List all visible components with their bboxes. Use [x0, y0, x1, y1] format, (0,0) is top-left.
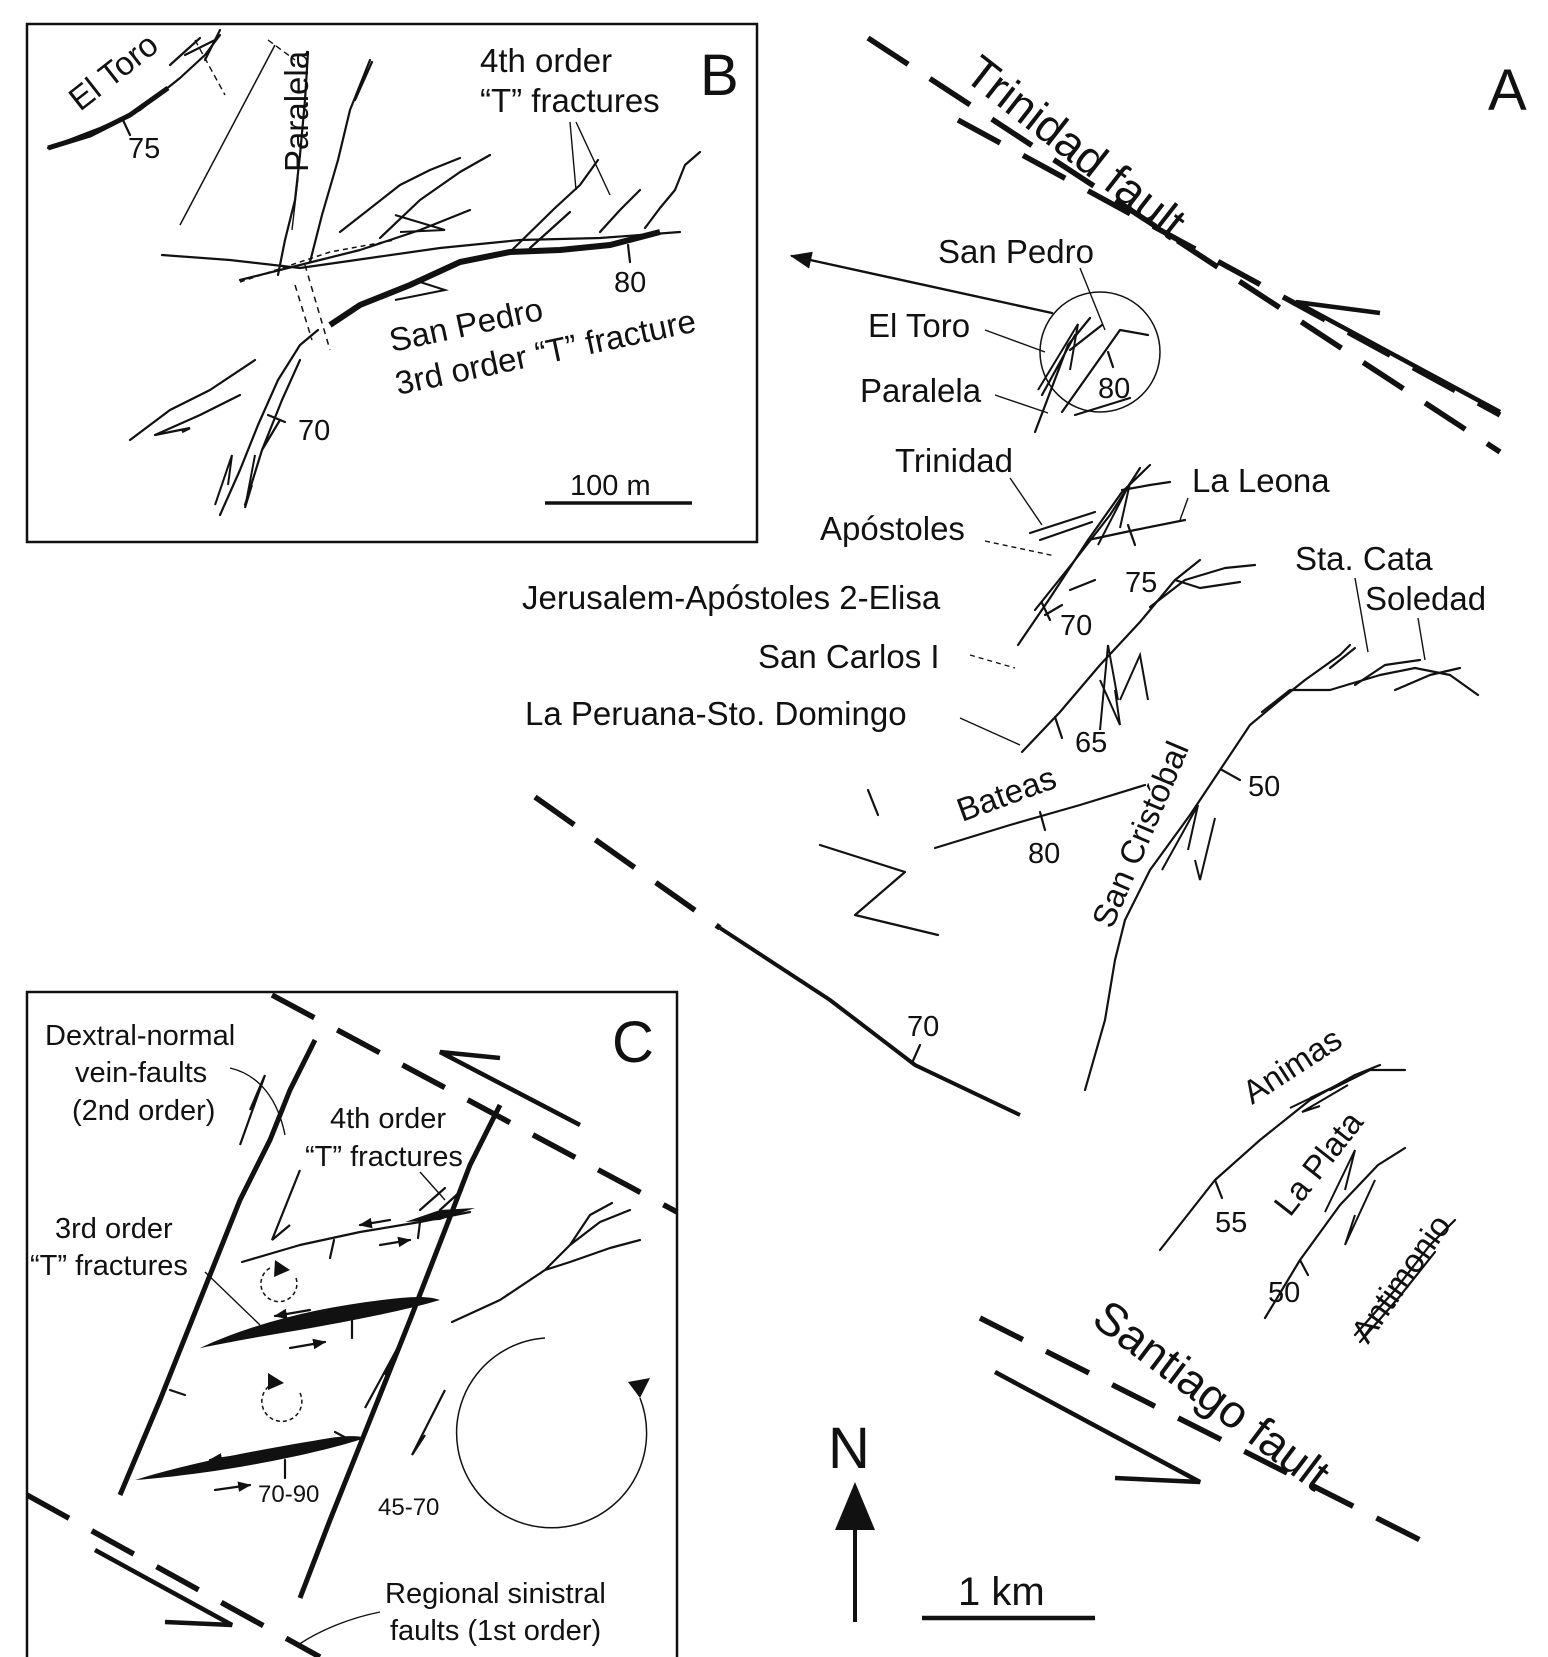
la-leona-vein: La Leona 75	[1016, 462, 1330, 647]
north-label: N	[828, 1416, 870, 1481]
san-carlos-label: San Carlos I	[758, 638, 940, 675]
el-toro-label: El Toro	[868, 307, 970, 344]
southwest-fault-dip: 70	[907, 1011, 939, 1043]
la-leona-label: La Leona	[1192, 462, 1330, 499]
southwest-fault: 70	[533, 794, 1021, 1117]
b-fourth-order-line2: “T” fractures	[480, 82, 660, 119]
scale-label-a: 1 km	[958, 1570, 1045, 1614]
north-arrow: N	[828, 1416, 875, 1622]
panel-c-model: C 45-70 70-90	[25, 990, 679, 1657]
b-fourth-order-line1: 4th order	[480, 42, 612, 79]
c-dextral-line1: Dextral-normal	[45, 1020, 235, 1052]
c-dextral-line3: (2nd order)	[72, 1095, 215, 1127]
san-pedro-dip: 80	[1098, 373, 1130, 405]
c-third-line2: “T” fractures	[30, 1250, 188, 1282]
san-cristobal-dip: 50	[1248, 771, 1280, 803]
santiago-fault-label: Santiago fault	[1084, 1289, 1340, 1500]
apostoles-label: Apóstoles	[820, 510, 965, 547]
b-el-toro-dip: 75	[128, 133, 160, 165]
antimonio-label: Antimonio	[1343, 1208, 1457, 1349]
jerusalem-dip: 70	[1060, 610, 1092, 642]
san-pedro-label: San Pedro	[938, 233, 1094, 270]
c-fourth-line1: 4th order	[330, 1103, 446, 1135]
bateas-label: Bateas	[952, 759, 1061, 829]
trinidad-fault-label: Trinidad fault	[956, 45, 1196, 249]
c-fourth-line2: “T” fractures	[305, 1141, 463, 1173]
b-scale-label: 100 m	[570, 470, 651, 502]
soledad-label: Soledad	[1365, 580, 1486, 617]
c-regional-line2: faults (1st order)	[390, 1615, 601, 1647]
c-regional-line1: Regional sinistral	[385, 1578, 606, 1610]
jerusalem-label: Jerusalem-Apóstoles 2-Elisa	[522, 579, 941, 616]
la-leona-dip: 75	[1125, 567, 1157, 599]
c-right-dip: 45-70	[378, 1494, 439, 1521]
c-third-line1: 3rd order	[55, 1213, 173, 1245]
antimonio-vein: Antimonio	[1343, 1208, 1457, 1349]
c-lower-dip: 70-90	[258, 1481, 319, 1508]
animas-dip: 55	[1215, 1207, 1247, 1239]
b-paralela-label: Paralela	[278, 50, 315, 172]
animas-vein: Animas 55	[1158, 1020, 1407, 1252]
la-peruana-dip: 65	[1075, 727, 1107, 759]
sta-cata-label: Sta. Cata	[1295, 540, 1433, 577]
b-san-pedro-dip: 80	[614, 267, 646, 299]
la-plata-dip: 50	[1268, 1277, 1300, 1309]
scale-bar-a: 1 km	[922, 1570, 1095, 1621]
bateas-dip: 80	[1028, 838, 1060, 870]
san-pedro-cluster: San Pedro El Toro Paralela 80	[789, 233, 1161, 434]
trinidad-vein: Trinidad	[895, 442, 1097, 542]
animas-label: Animas	[1236, 1020, 1348, 1111]
trinidad-vein-label: Trinidad	[895, 442, 1013, 479]
b-south-dip: 70	[298, 415, 330, 447]
paralela-label: Paralela	[860, 372, 982, 409]
panel-c-letter: C	[612, 1010, 654, 1075]
c-dextral-line2: vein-faults	[75, 1057, 207, 1089]
la-peruana-label: La Peruana-Sto. Domingo	[525, 695, 907, 732]
san-cristobal-label: San Cristóbal	[1084, 736, 1195, 933]
san-cristobal-vein: Sta. Cata Soledad San Cristóbal 50	[1083, 540, 1486, 1092]
panel-a-letter: A	[1488, 58, 1527, 123]
la-peruana-vein: La Peruana-Sto. Domingo 65	[525, 558, 1257, 759]
panel-b-letter: B	[700, 43, 739, 108]
panel-b-inset: B El Toro 75 Paralela 80 4th order “T” f…	[25, 22, 759, 544]
